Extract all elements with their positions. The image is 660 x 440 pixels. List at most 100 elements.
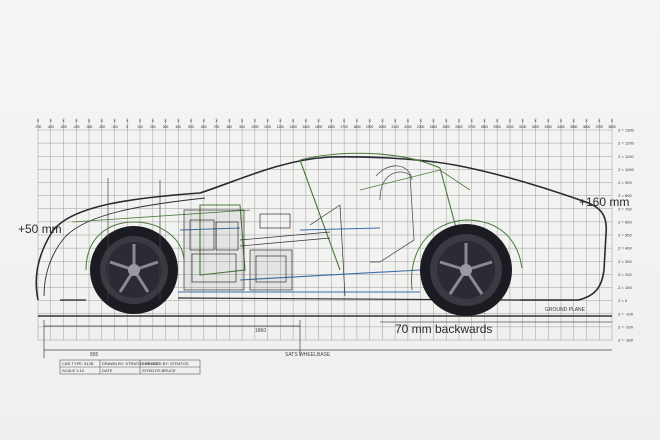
x-tick-label: 1100 [264,125,271,129]
x-tick-marker: X [432,119,435,123]
x-tick-marker: X [266,119,269,123]
x-tick-marker: X [343,119,346,123]
x-tick-marker: X [330,119,333,123]
x-tick-marker: X [279,119,282,123]
x-tick-marker: X [292,119,295,123]
title-block [59,359,201,375]
x-tick-label: 500 [188,125,194,129]
x-tick-marker: X [317,119,320,123]
x-tick-label: 3400 [557,125,565,129]
z-tick-label: Z = -200 [618,324,634,329]
z-tick-label: Z = 1000 [618,167,635,172]
z-tick-label: Z = 1100 [618,154,634,159]
z-tick-label: Z = 400 [618,246,632,251]
x-tick-label: 1500 [315,125,323,129]
x-tick-marker: X [113,119,116,123]
x-tick-marker: X [139,119,142,123]
x-tick-label: 3700 [596,125,604,129]
x-tick-marker: X [547,119,550,123]
rear-offset-label: +160 mm [579,195,630,209]
z-tick-label: Z = 0 [618,298,628,303]
z-tick-label: Z = 900 [618,180,632,185]
title-block-row1-a: CAR TYPE: 512B [62,361,94,366]
x-tick-label: 0 [126,125,128,129]
x-tick-label: 2100 [391,125,399,129]
x-tick-marker: X [164,119,167,123]
x-tick-label: 100 [137,125,143,129]
front-wheel [85,221,185,314]
x-tick-label: 1300 [289,125,297,129]
x-tick-marker: X [177,119,180,123]
x-tick-label: -200 [98,125,105,129]
x-tick-label: 2200 [404,125,412,129]
x-tick-label: 400 [176,125,182,129]
z-tick-label: Z = 500 [618,233,632,238]
x-tick-marker: X [407,119,410,123]
z-tick-label: Z = 300 [618,259,632,264]
x-tick-marker: X [356,119,359,123]
x-tick-label: 3600 [583,125,591,129]
driver-seat [370,165,415,263]
x-tick-marker: X [458,119,461,123]
z-tick-label: Z = 800 [618,193,632,198]
backward-shift-label: 70 mm backwards [395,322,493,336]
x-tick-marker: X [101,119,104,123]
x-tick-label: 2600 [455,125,463,129]
x-tick-marker: X [496,119,499,123]
x-tick-label: -300 [86,125,93,129]
x-tick-marker: X [534,119,537,123]
x-tick-marker: X [470,119,473,123]
x-tick-marker: X [241,119,244,123]
x-tick-marker: X [509,119,512,123]
x-tick-marker: X [598,119,601,123]
x-tick-marker: X [522,119,525,123]
x-tick-marker: X [611,119,614,123]
z-tick-label: Z = -100 [618,311,634,316]
engine-bay-dimension: 1860 [255,328,267,334]
x-tick-label: 1800 [353,125,361,129]
x-tick-label: 1000 [251,125,259,129]
x-tick-label: 600 [201,125,207,129]
x-tick-marker: X [483,119,486,123]
z-tick-label: Z = 1200 [618,141,635,146]
x-tick-marker: X [419,119,422,123]
x-tick-label: -400 [73,125,80,129]
title-block-row1-c: CHECKED BY: STRATOS [142,361,189,366]
x-tick-label: -100 [111,125,118,129]
x-tick-label: 2900 [494,125,502,129]
x-tick-marker: X [152,119,155,123]
x-tick-marker: X [62,119,65,123]
wheelbase-label: SATS WHEELBASE [285,352,331,358]
x-tick-label: 700 [214,125,220,129]
x-tick-marker: X [445,119,448,123]
x-tick-marker: X [228,119,231,123]
x-tick-label: 1700 [340,125,348,129]
x-tick-label: 900 [239,125,245,129]
x-tick-marker: X [381,119,384,123]
x-tick-label: 800 [227,125,233,129]
x-tick-label: -600 [47,125,54,129]
x-tick-marker: X [215,119,218,123]
x-tick-label: 300 [163,125,169,129]
x-tick-label: 2000 [379,125,387,129]
x-tick-marker: X [37,119,40,123]
x-tick-label: 1400 [302,125,310,129]
x-tick-marker: X [305,119,308,123]
z-tick-label: Z = 700 [618,206,632,211]
x-tick-label: -500 [60,125,67,129]
x-tick-label: 2300 [417,125,425,129]
x-tick-label: 3500 [570,125,578,129]
x-tick-marker: X [573,119,576,123]
z-tick-label: Z = 600 [618,219,632,224]
dimension-lines [43,178,612,358]
ground-plane-label: GROUND PLANE [545,307,586,313]
rear-wheel [411,219,523,316]
title-block-row2-a: SCALE 1:10 [62,368,85,373]
z-tick-label: Z = 1300 [618,128,635,133]
x-tick-label: 2800 [481,125,489,129]
front-offset-label: +50 mm [18,222,62,236]
title-block-row2-b: DATE [102,368,113,373]
x-tick-label: 1900 [366,125,374,129]
x-tick-label: 3100 [519,125,527,129]
